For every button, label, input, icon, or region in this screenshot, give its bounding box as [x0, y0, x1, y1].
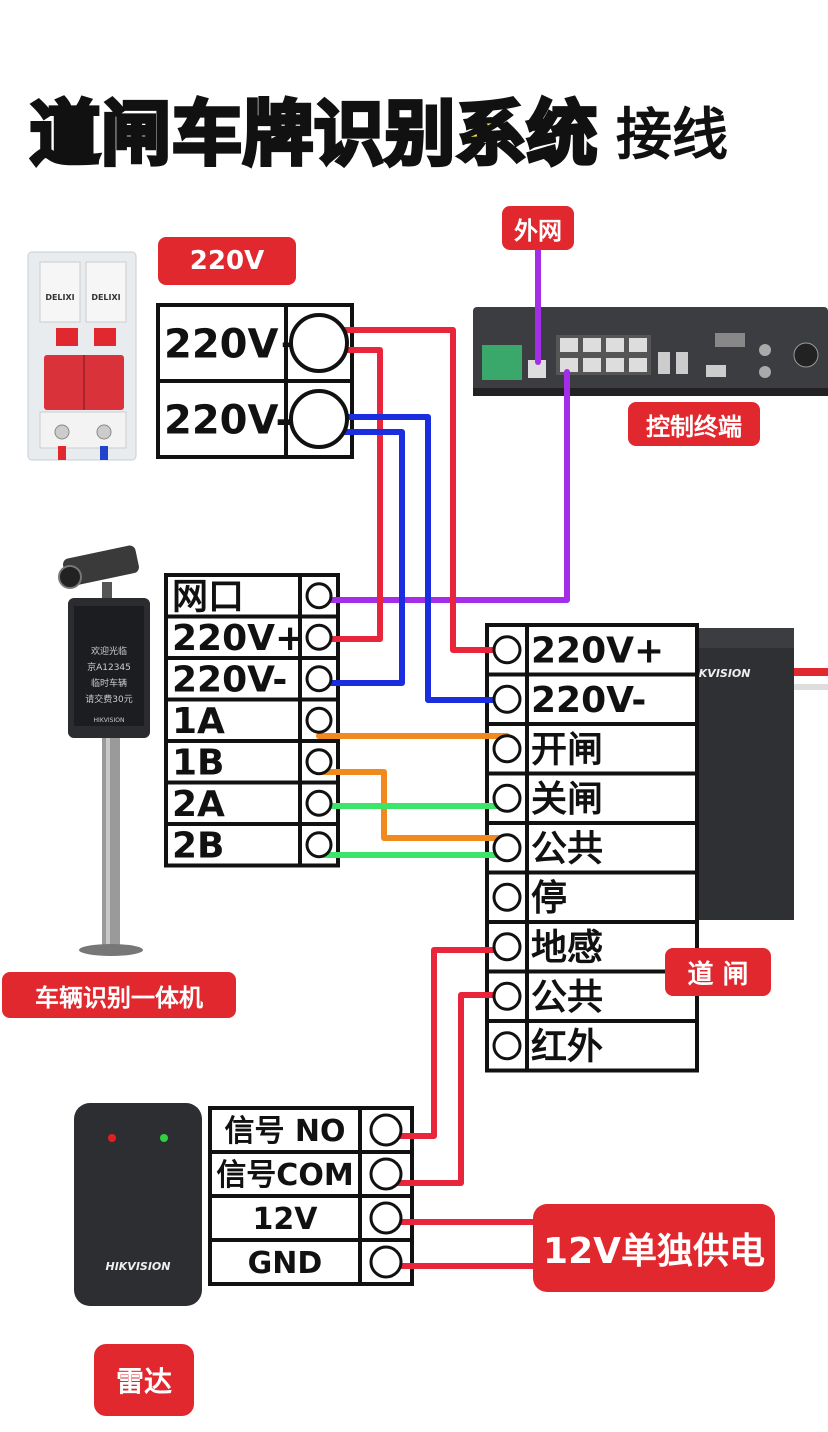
barrier-terminal-label: 地感	[531, 928, 603, 969]
tag-camera-unit: 车辆识别一体机	[2, 972, 236, 1018]
camera-terminal-label: 220V-	[172, 660, 287, 701]
radar-terminal-screw	[369, 1201, 403, 1235]
terminal-blocks: 220V+220V-网口220V+220V-1A1B2A2B220V+220V-…	[156, 303, 699, 1286]
wire-radar-no	[383, 947, 510, 1139]
breaker-brand-right: DELIXI	[91, 293, 120, 302]
wire-live-barrier	[316, 327, 510, 653]
diagram-title: 道闸车牌识别系统	[28, 91, 599, 177]
wire-live-camera	[316, 347, 383, 642]
barrier-terminal-label: 220V-	[531, 680, 646, 721]
tag-220v: 220V	[158, 237, 296, 285]
camera-terminal-screw	[305, 665, 333, 693]
barrier-brand: HIKVISION	[685, 667, 750, 680]
barrier-terminal-label: 公共	[531, 829, 603, 870]
barrier-terminal-label: 停	[531, 878, 567, 919]
radar-terminal-screw	[369, 1157, 403, 1191]
terminal-screws	[289, 313, 522, 1279]
barrier-terminal-label: 开闸	[531, 730, 603, 771]
radar-device: HIKVISION	[74, 1103, 202, 1306]
tag-radar: 雷达	[94, 1344, 194, 1416]
camera-terminal-screw	[305, 582, 333, 610]
breaker-brand-left: DELIXI	[45, 293, 74, 302]
radar-terminal-label: GND	[248, 1246, 323, 1281]
wires	[316, 247, 570, 1269]
barrier-terminal-label: 红外	[531, 1027, 603, 1068]
camera-terminal-label: 网口	[172, 577, 244, 618]
tag-separate-power: 12V单独供电	[533, 1204, 775, 1292]
barrier-terminal-screw	[492, 684, 522, 714]
wire-network	[316, 369, 570, 603]
camera-terminal-label: 1B	[172, 743, 225, 784]
radar-terminal-screw	[369, 1245, 403, 1279]
tag-internet: 外网	[502, 206, 574, 250]
power-terminal-label: 220V-	[164, 397, 292, 443]
barrier-terminal-screw	[492, 783, 522, 813]
wire-neutral-camera	[316, 429, 405, 686]
barrier-terminal-screw	[492, 833, 522, 863]
power-terminal-screw	[289, 313, 349, 373]
camera-unit-device: 欢迎光临 京A12345 临时车辆 请交费30元 HIKVISION	[58, 545, 150, 956]
camera-terminal-label: 2A	[172, 784, 225, 825]
barrier-terminal-label: 220V+	[531, 631, 664, 672]
camera-terminal-screw	[305, 789, 333, 817]
camera-terminal-label: 220V+	[172, 618, 305, 659]
camera-terminal-screw	[305, 831, 333, 859]
tag-control-terminal: 控制终端	[628, 402, 760, 446]
barrier-terminal-screw	[492, 932, 522, 962]
camera-screen-line-4: 请交费30元	[85, 693, 132, 705]
camera-terminal-screw	[305, 706, 333, 734]
camera-screen-line-2: 京A12345	[87, 661, 131, 673]
camera-screen-line-1: 欢迎光临	[91, 645, 127, 657]
barrier-terminal-screw	[492, 734, 522, 764]
camera-terminal-screw	[305, 623, 333, 651]
barrier-block-frame	[485, 623, 699, 1073]
wire-neutral-barrier	[316, 414, 510, 703]
circuit-breaker: DELIXI DELIXI	[27, 251, 137, 461]
camera-brand: HIKVISION	[94, 717, 125, 724]
barrier-terminal-screw	[492, 1031, 522, 1061]
barrier-terminal-screw	[492, 882, 522, 912]
control-terminal-device	[473, 307, 828, 396]
barrier-terminal-label: 关闸	[531, 779, 603, 820]
camera-screen-line-3: 临时车辆	[91, 677, 127, 689]
wire-radar-com	[383, 992, 510, 1186]
radar-terminal-label: 信号COM	[216, 1158, 353, 1193]
power-terminal-screw	[289, 389, 349, 449]
radar-terminal-label: 信号 NO	[224, 1114, 345, 1149]
tag-barrier: 道 闸	[665, 948, 771, 996]
barrier-terminal-screw	[492, 981, 522, 1011]
camera-terminal-label: 1A	[172, 701, 225, 742]
camera-terminal-label: 2B	[172, 826, 225, 867]
barrier-terminal-screw	[492, 635, 522, 665]
barrier-terminal-label: 公共	[531, 977, 603, 1018]
radar-brand: HIKVISION	[105, 1260, 170, 1273]
diagram-subtitle: 接线	[616, 103, 728, 168]
power-terminal-label: 220V+	[164, 321, 312, 367]
camera-terminal-screw	[305, 748, 333, 776]
radar-terminal-screw	[369, 1113, 403, 1147]
radar-terminal-label: 12V	[253, 1202, 319, 1237]
